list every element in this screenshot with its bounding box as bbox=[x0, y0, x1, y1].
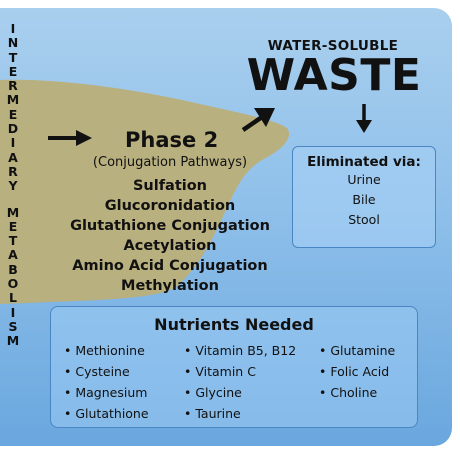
eliminated-item: Urine bbox=[347, 172, 381, 187]
pathway-item: Sulfation bbox=[132, 178, 207, 194]
pathway-item: Methylation bbox=[121, 278, 219, 294]
phase-title: Phase 2 bbox=[125, 128, 219, 152]
side-letter: E bbox=[8, 218, 18, 234]
eliminated-title: Eliminated via: bbox=[307, 154, 421, 170]
side-letter: A bbox=[8, 149, 18, 165]
right-arrow-icon bbox=[48, 130, 92, 146]
metabolism-blob bbox=[0, 79, 290, 304]
side-letter: E bbox=[8, 63, 18, 79]
pathway-item: Glutathione Conjugation bbox=[70, 218, 270, 234]
side-letter: E bbox=[8, 106, 18, 122]
nutrient-item: • Folic Acid bbox=[319, 364, 390, 379]
side-letter: B bbox=[8, 261, 18, 277]
nutrient-item: • Glycine bbox=[184, 385, 242, 400]
waste-heading: WASTE bbox=[246, 50, 422, 101]
side-letter: I bbox=[10, 304, 16, 320]
diagonal-arrow-icon bbox=[241, 108, 275, 132]
nutrient-item: • Magnesium bbox=[64, 385, 148, 400]
nutrient-item: • Vitamin B5, B12 bbox=[184, 343, 297, 358]
side-letter: R bbox=[8, 163, 18, 179]
water-soluble-label: WATER-SOLUBLE bbox=[267, 38, 399, 54]
nutrient-item: • Cysteine bbox=[64, 364, 130, 379]
nutrient-item: • Choline bbox=[319, 385, 378, 400]
side-letter: M bbox=[6, 333, 20, 349]
nutrients-column-3: • Glutamine • Folic Acid • Choline bbox=[319, 340, 395, 403]
nutrient-item: • Taurine bbox=[184, 406, 241, 421]
down-arrow-icon bbox=[356, 104, 372, 133]
side-letter: Y bbox=[8, 178, 18, 194]
nutrients-box: Nutrients Needed • Methionine • Cysteine… bbox=[50, 306, 418, 428]
nutrient-item: • Glutamine bbox=[319, 343, 396, 358]
pathway-item: Glucoronidation bbox=[104, 198, 236, 214]
side-letter: S bbox=[8, 318, 18, 334]
eliminated-item: Bile bbox=[352, 192, 376, 207]
intermediary-metabolism-label: I N T E R M E D I A R Y M E T A B O L I … bbox=[5, 21, 21, 349]
pathway-item: Acetylation bbox=[123, 238, 217, 254]
side-letter: N bbox=[7, 35, 19, 51]
phase-subtitle: (Conjugation Pathways) bbox=[92, 155, 248, 170]
nutrient-item: • Methionine bbox=[64, 343, 145, 358]
side-letter: T bbox=[8, 233, 18, 249]
side-letter: R bbox=[8, 78, 18, 94]
side-letter: T bbox=[8, 49, 18, 65]
eliminated-box: Eliminated via: Urine Bile Stool bbox=[292, 146, 436, 248]
nutrients-title: Nutrients Needed bbox=[154, 315, 314, 334]
eliminated-item: Stool bbox=[348, 212, 380, 227]
pathway-list: Sulfation Glucoronidation Glutathione Co… bbox=[50, 176, 290, 296]
pathway-item: Amino Acid Conjugation bbox=[72, 258, 268, 274]
side-letter: D bbox=[7, 121, 19, 137]
nutrient-item: • Glutathione bbox=[64, 406, 149, 421]
side-letter: I bbox=[10, 135, 16, 151]
nutrients-column-2: • Vitamin B5, B12 • Vitamin C • Glycine … bbox=[184, 340, 296, 424]
side-letter: A bbox=[8, 247, 18, 263]
side-letter: O bbox=[7, 276, 19, 292]
nutrients-column-1: • Methionine • Cysteine • Magnesium • Gl… bbox=[64, 340, 149, 424]
side-letter: M bbox=[6, 204, 20, 220]
eliminated-list: Urine Bile Stool bbox=[293, 170, 435, 230]
side-letter: L bbox=[9, 290, 17, 306]
side-letter: I bbox=[10, 21, 16, 36]
side-letter: M bbox=[6, 92, 20, 108]
nutrient-item: • Vitamin C bbox=[184, 364, 256, 379]
